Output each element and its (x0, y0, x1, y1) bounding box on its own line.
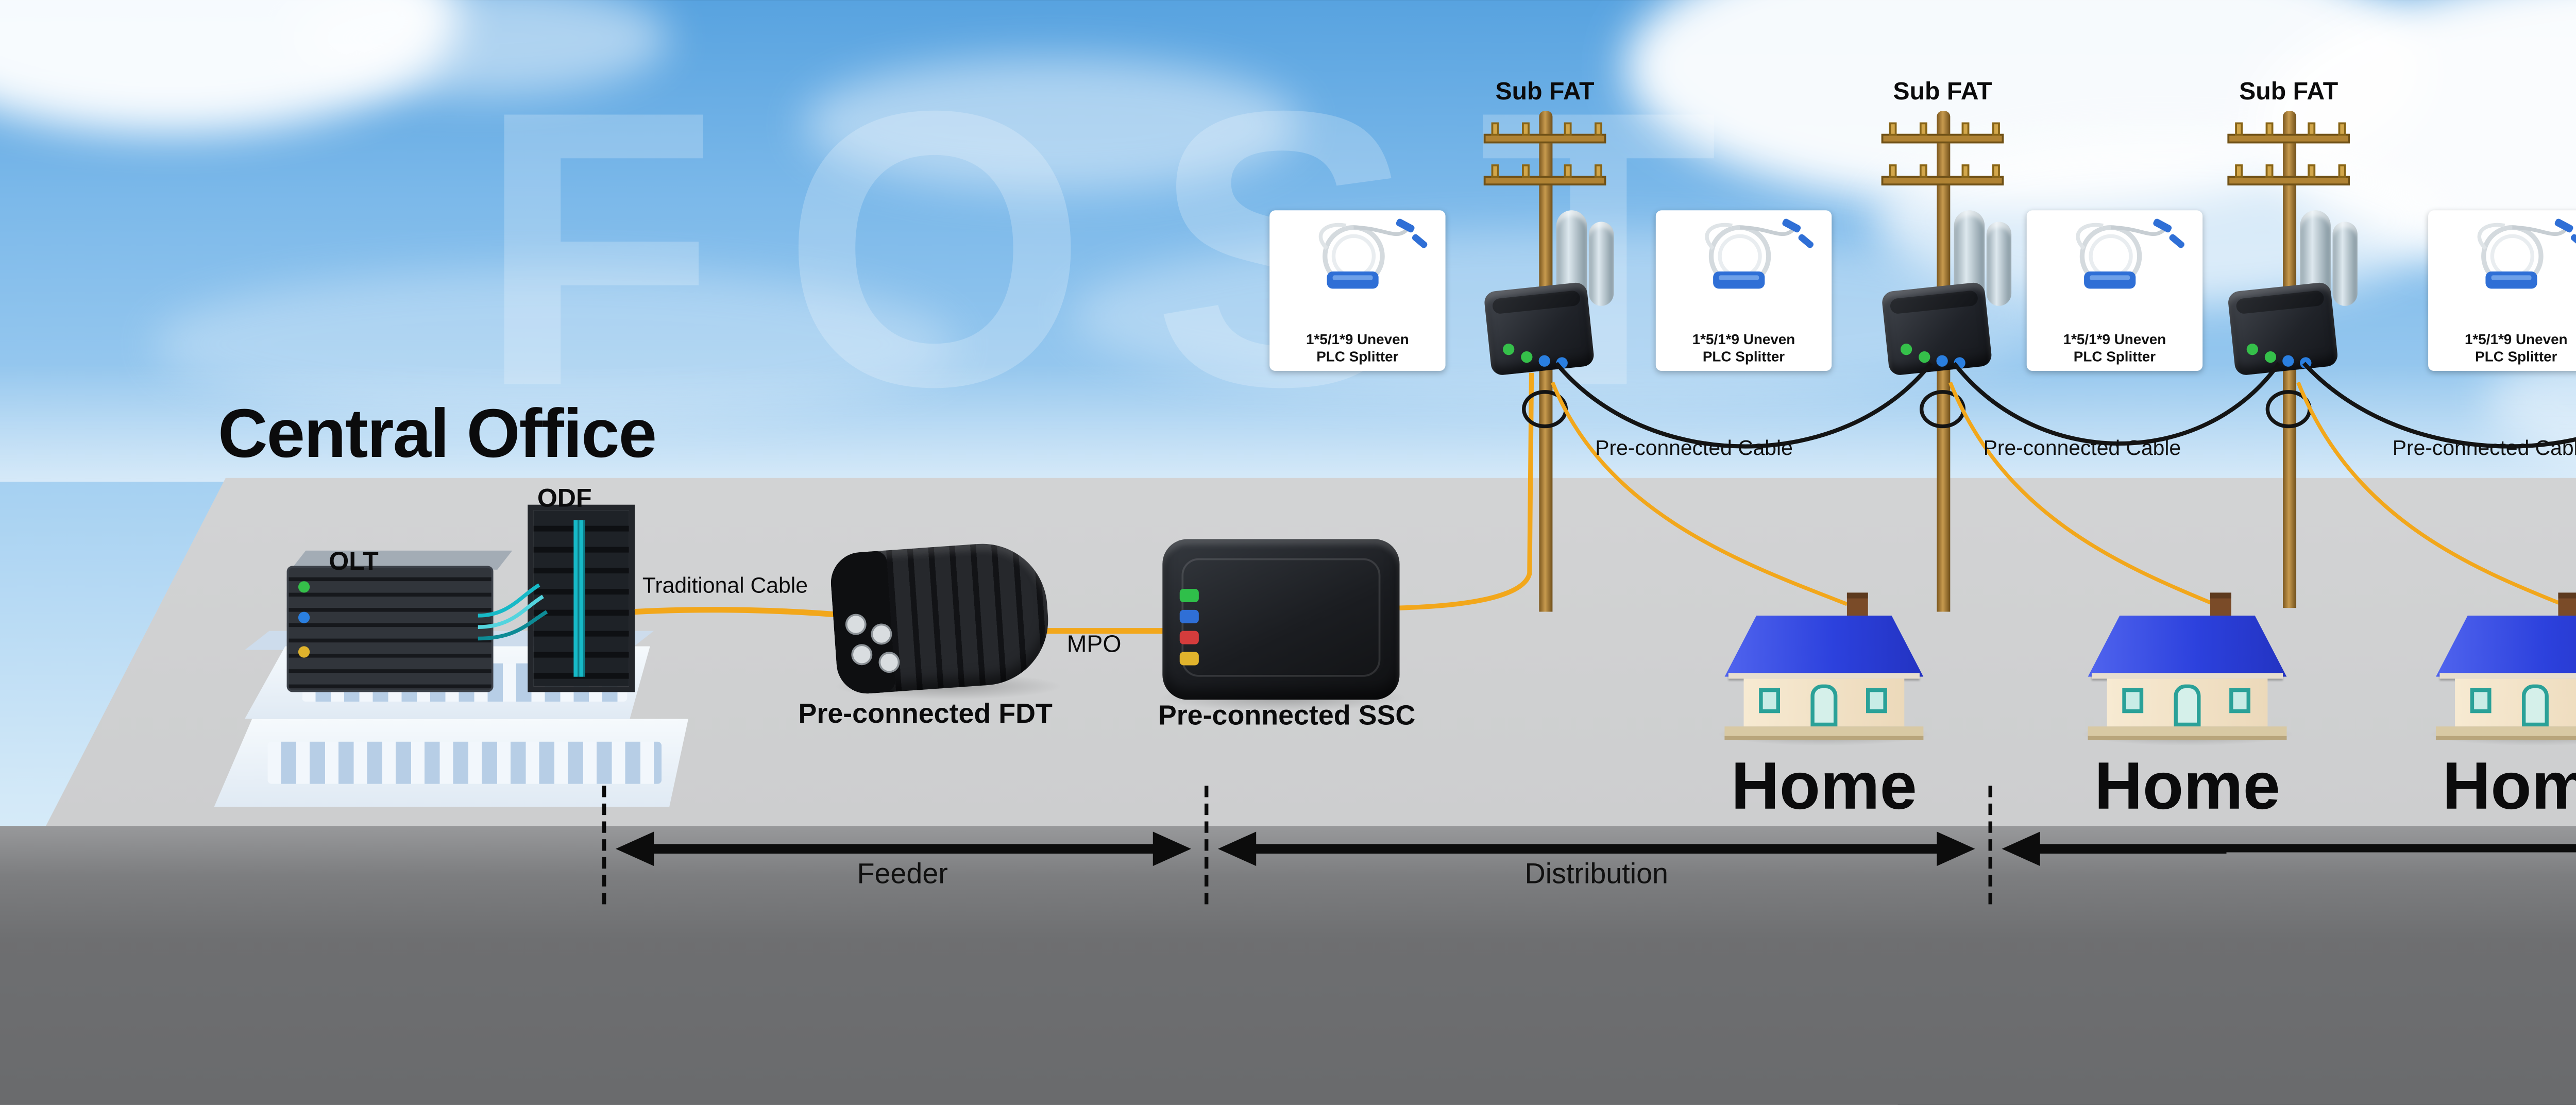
ssc-connector-green (1180, 589, 1199, 602)
door (2174, 685, 2201, 727)
roof (2088, 616, 2287, 677)
splitter-caption-line2: PLC Splitter (2027, 348, 2202, 365)
plc-splitter-illustration (1269, 210, 1445, 310)
window (2470, 688, 2492, 713)
house-body (1744, 678, 1905, 726)
eave (1728, 673, 1920, 678)
splitter-caption: 1*5/1*9 Uneven PLC Splitter (1269, 331, 1445, 365)
house-base (1724, 726, 1923, 740)
ssc-connector-blue (1180, 610, 1199, 623)
door (1810, 685, 1837, 727)
span-cable-1 (1556, 363, 1931, 446)
home-label-3: Home (2442, 750, 2576, 826)
home-label-1: Home (1731, 750, 1917, 826)
house-base (2436, 726, 2576, 740)
house-body (2107, 678, 2268, 726)
splitter-card-4: 1*5/1*9 Uneven PLC Splitter (2428, 210, 2576, 371)
house-2 (2088, 592, 2287, 741)
drop-cable-3 (2298, 382, 2562, 604)
splitter-caption: 1*5/1*9 Uneven PLC Splitter (2027, 331, 2202, 365)
roof (1724, 616, 1923, 677)
eave (2439, 673, 2576, 678)
ssc-connector-red (1180, 631, 1199, 644)
home-label-2: Home (2094, 750, 2280, 826)
drop-arrow (2002, 831, 2576, 866)
splitter-card-3: 1*5/1*9 Uneven PLC Splitter (2027, 210, 2202, 371)
splitter-caption-line2: PLC Splitter (1269, 348, 1445, 365)
splitter-caption-line1: 1*5/1*9 Uneven (2027, 331, 2202, 348)
ssc-label: Pre-connected SSC (1158, 702, 1415, 732)
fdt-label: Pre-connected FDT (799, 700, 1053, 730)
splitter-caption-line1: 1*5/1*9 Uneven (1656, 331, 1832, 348)
splitter-card-1: 1*5/1*9 Uneven PLC Splitter (1269, 210, 1445, 371)
span-cable-label-3: Pre-connected Cable (2393, 438, 2576, 461)
splitter-caption-line2: PLC Splitter (2428, 348, 2576, 365)
odf-label: ODF (537, 484, 592, 513)
traditional-cable-line (635, 610, 849, 616)
span-cable-3 (2304, 363, 2576, 446)
window (1759, 688, 1780, 713)
splitter-caption-line1: 1*5/1*9 Uneven (1269, 331, 1445, 348)
splitter-caption-line1: 1*5/1*9 Uneven (2428, 331, 2576, 348)
splitter-caption: 1*5/1*9 Uneven PLC Splitter (1656, 331, 1832, 365)
eave (2092, 673, 2283, 678)
roof (2436, 616, 2576, 677)
traditional-cable-label: Traditional Cable (642, 575, 808, 599)
house-1 (1724, 592, 1923, 741)
plc-splitter-illustration (2428, 210, 2576, 310)
splitter-card-2: 1*5/1*9 Uneven PLC Splitter (1656, 210, 1832, 371)
segment-label-drop: Drop (2301, 858, 2364, 891)
ssc-connector-yellow (1180, 652, 1199, 665)
plc-splitter-illustration (2027, 210, 2202, 310)
house-3 (2436, 592, 2576, 741)
mpo-label: MPO (1067, 631, 1122, 658)
span-cable-2 (1954, 363, 2279, 444)
ssc-to-pole-cable (1400, 373, 1532, 608)
segment-label-feeder: Feeder (857, 858, 947, 891)
drop-cable-1 (1552, 382, 1847, 604)
segment-divider (1205, 786, 1208, 904)
splitter-caption-line2: PLC Splitter (1656, 348, 1832, 365)
plc-splitter-illustration (1656, 210, 1832, 310)
ssc-device (1162, 539, 1399, 700)
house-base (2088, 726, 2287, 740)
segment-divider (602, 786, 606, 904)
window (2122, 688, 2143, 713)
window (2229, 688, 2250, 713)
segment-divider (1989, 786, 1992, 904)
fdt-closure-device (829, 539, 1053, 695)
span-cable-label-1: Pre-connected Cable (1595, 438, 1793, 461)
central-office-title: Central Office (218, 394, 656, 474)
ssc-lid-seam (1181, 558, 1380, 677)
window (1866, 688, 1887, 713)
olt-label: OLT (329, 547, 378, 575)
olt-odf-cable (478, 585, 539, 616)
segment-label-distribution: Distribution (1525, 858, 1668, 891)
drop-cable-2 (1950, 382, 2214, 604)
splitter-caption: 1*5/1*9 Uneven PLC Splitter (2428, 331, 2576, 365)
span-cable-label-2: Pre-connected Cable (1984, 438, 2181, 461)
door (2522, 685, 2549, 727)
house-body (2455, 678, 2576, 726)
